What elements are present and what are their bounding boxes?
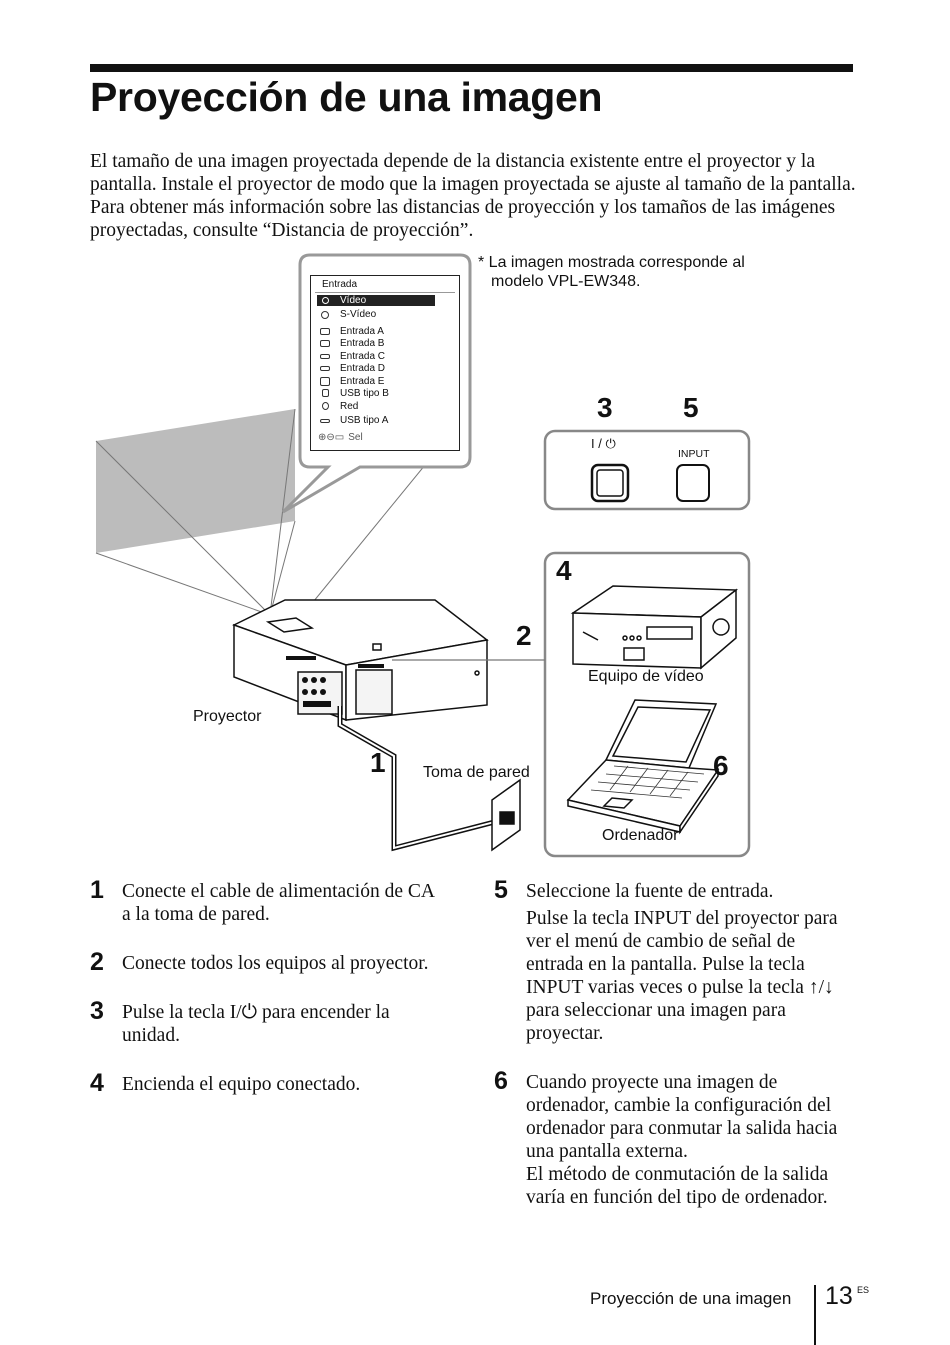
footer-divider [814, 1285, 816, 1345]
step-text: Seleccione la fuente de entrada. [526, 881, 774, 902]
computer-label: Ordenador [602, 827, 679, 844]
step-text: Pulse la tecla I/⏻ para encender la unid… [122, 1002, 390, 1046]
step-text: Encienda el equipo conectado. [122, 1074, 361, 1095]
step-number: 2 [90, 948, 104, 976]
menu-item-entrada-c: Entrada C [317, 351, 435, 362]
connection-illustration [95, 253, 751, 858]
video-equipment-label: Equipo de vídeo [588, 668, 704, 685]
key-panel [543, 429, 751, 511]
menu-item-entrada-e: Entrada E [317, 376, 435, 387]
callout-5: 5 [683, 392, 699, 423]
note-line-1: * La imagen mostrada corresponde al [478, 254, 745, 271]
menu-item-video: Vídeo [317, 295, 435, 306]
page-number: 13 [825, 1282, 853, 1310]
input-b-icon [320, 340, 330, 347]
footer-section-title: Proyección de una imagen [590, 1289, 792, 1308]
step-number: 1 [90, 876, 104, 904]
step-2: 2 Conecte todos los equipos al proyector… [90, 948, 440, 976]
note-line-2: modelo VPL-EW348. [491, 273, 641, 290]
input-d-icon [320, 366, 330, 371]
step-text: Cuando proyecte una imagen de ordenador,… [526, 1072, 838, 1162]
step-text: Conecte todos los equipos al proyector. [122, 953, 429, 974]
menu-heading: Entrada [322, 279, 358, 290]
menu-item-usb-a: USB tipo A [317, 415, 435, 426]
step-6: 6 Cuando proyecte una imagen de ordenado… [494, 1067, 856, 1209]
step-number: 6 [494, 1067, 508, 1095]
step-number: 3 [90, 997, 104, 1025]
menu-item-entrada-b: Entrada B [317, 338, 435, 349]
step-4: 4 Encienda el equipo conectado. [90, 1069, 440, 1097]
wall-outlet-drawing [491, 778, 521, 852]
video-circle-icon [322, 297, 329, 304]
s-video-icon [321, 311, 329, 319]
projector-label: Proyector [193, 708, 262, 725]
projected-screen [96, 409, 295, 553]
callout-4: 4 [556, 555, 572, 586]
network-icon [322, 402, 329, 410]
step-body: Pulse la tecla INPUT del proyector para … [526, 908, 838, 1044]
intro-paragraph: El tamaño de una imagen proyectada depen… [90, 151, 856, 241]
video-equipment-drawing [570, 585, 739, 670]
title-rule [90, 64, 853, 72]
usb-b-icon [322, 389, 329, 397]
menu-item-entrada-d: Entrada D [317, 363, 435, 374]
step-1: 1 Conecte el cable de alimentación de CA… [90, 876, 440, 926]
input-select-menu: Entrada Vídeo S-Vídeo Entrada A Entrada … [310, 275, 460, 451]
model-note: * La imagen mostrada corresponde al mode… [478, 253, 745, 291]
input-c-icon [320, 354, 330, 359]
step-body: El método de conmutación de la salida va… [526, 1164, 829, 1208]
steps-left-column: 1 Conecte el cable de alimentación de CA… [90, 876, 440, 1122]
input-e-icon [320, 377, 330, 386]
select-keys-icon: ⊕⊖▭ [318, 432, 345, 443]
step-3: 3 Pulse la tecla I/⏻ para encender la un… [90, 997, 440, 1047]
power-key-label: I / ⏻ [591, 436, 616, 451]
callout-6: 6 [713, 750, 729, 781]
menu-footer: ⊕⊖▭Sel [318, 432, 363, 443]
usb-a-icon [320, 419, 330, 423]
menu-item-usb-b: USB tipo B [317, 388, 435, 399]
step-5: 5 Seleccione la fuente de entrada. Pulse… [494, 876, 856, 1045]
steps-right-column: 5 Seleccione la fuente de entrada. Pulse… [494, 876, 856, 1235]
menu-item-s-video: S-Vídeo [317, 309, 435, 320]
step-number: 4 [90, 1069, 104, 1097]
menu-item-entrada-a: Entrada A [317, 326, 435, 337]
step-text: Conecte el cable de alimentación de CA a… [122, 881, 434, 925]
callout-2: 2 [516, 620, 532, 651]
input-key-label: INPUT [678, 448, 710, 460]
callout-3: 3 [597, 392, 613, 423]
input-a-icon [320, 328, 330, 335]
callout-1: 1 [370, 747, 386, 778]
wall-outlet-label: Toma de pared [423, 764, 530, 781]
menu-divider [315, 292, 455, 293]
input-key-button [676, 464, 710, 502]
page-language: ES [857, 1285, 870, 1295]
page-title: Proyección de una imagen [90, 74, 603, 120]
laptop-drawing [566, 699, 720, 835]
menu-item-red: Red [317, 401, 435, 412]
step-number: 5 [494, 876, 508, 904]
